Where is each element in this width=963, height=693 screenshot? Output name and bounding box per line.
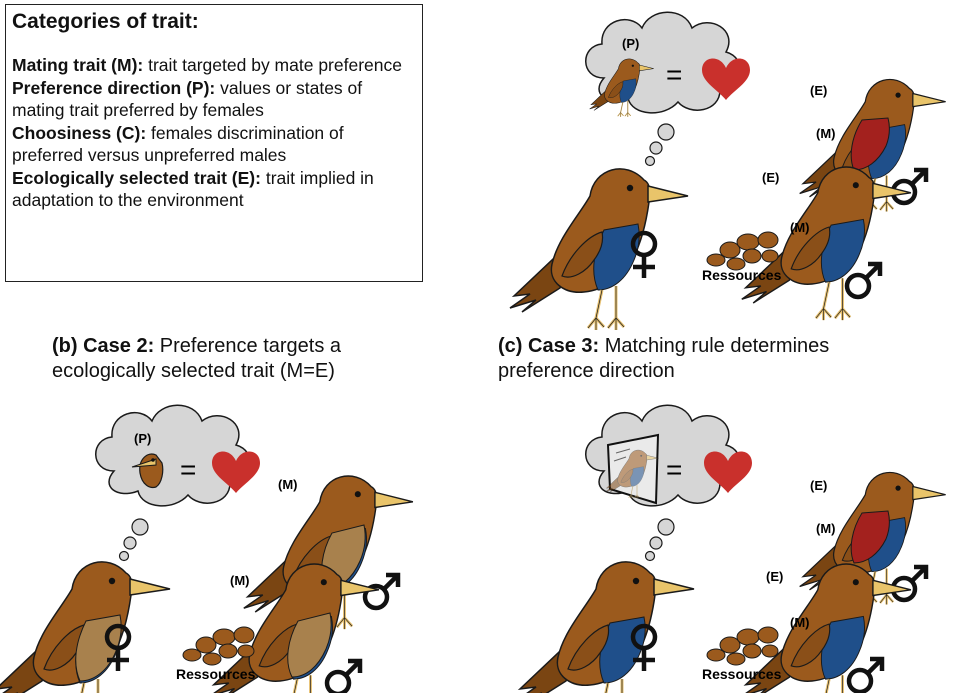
thought-dot — [649, 141, 663, 155]
label-e: (E) — [762, 170, 779, 185]
label-m: (M) — [790, 220, 810, 235]
male-symbol-icon — [327, 661, 360, 693]
equals-sign: = — [666, 454, 682, 485]
trait-categories-legend: Categories of trait: Mating trait (M): t… — [5, 4, 423, 282]
legend-item-mating-trait: Mating trait (M): trait targeted by mate… — [12, 55, 402, 75]
thought-dot — [644, 550, 656, 562]
mirror-icon — [604, 433, 660, 505]
male-symbol-icon — [849, 659, 882, 692]
resources-icon — [706, 231, 779, 271]
thought-dot — [657, 123, 675, 141]
thought-dot — [657, 518, 675, 536]
label-e: (E) — [810, 83, 827, 98]
label-p: (P) — [134, 431, 151, 446]
panel-b-scene: (P) = (M) (M) Ressources — [0, 404, 415, 693]
legend-title: Categories of trait: — [12, 10, 199, 33]
label-e: (E) — [810, 478, 827, 493]
label-m: (M) — [816, 126, 836, 141]
resources-label: Ressources — [176, 666, 256, 682]
legend-item-preference-direction: Preference direction (P): values or stat… — [12, 77, 363, 121]
equals-sign: = — [180, 454, 196, 485]
red-belly — [850, 510, 890, 564]
female-bird-icon — [508, 167, 690, 332]
label-m: (M) — [816, 521, 836, 536]
panel-c-scene: = (E) (M) (E) (M) Ressources — [514, 404, 947, 693]
female-symbol-icon — [633, 233, 655, 278]
label-m: (M) — [230, 573, 250, 588]
male-symbol-icon — [893, 170, 926, 203]
equals-sign: = — [666, 59, 682, 90]
resources-icon — [706, 626, 779, 666]
thought-dot — [131, 518, 149, 536]
thought-dot — [649, 536, 663, 550]
bird-head-icon — [131, 453, 164, 489]
male-symbol-icon — [847, 264, 880, 297]
tan-belly — [287, 612, 332, 678]
male-symbol-icon — [893, 567, 926, 600]
thought-dot — [118, 550, 130, 562]
label-m: (M) — [790, 615, 810, 630]
resources-label: Ressources — [702, 666, 782, 682]
female-bird-icon — [514, 560, 696, 693]
case3-caption: (c) Case 3: Matching rule determines pre… — [498, 335, 830, 382]
resources-label: Ressources — [702, 267, 782, 283]
label-m: (M) — [278, 477, 298, 492]
case2-caption: (b) Case 2: Preference targets a ecologi… — [52, 335, 342, 382]
red-belly — [850, 117, 890, 171]
label-p: (P) — [622, 36, 639, 51]
thought-dot — [123, 536, 137, 550]
legend-item-choosiness: Choosiness (C): females discrimination o… — [12, 122, 344, 166]
panel-a-scene: (P) = (E) (M) (E) (M) Ressources — [508, 11, 947, 332]
thought-dot — [644, 155, 656, 167]
legend-item-ecological-trait: Ecologically selected trait (E): trait i… — [12, 167, 374, 211]
label-e: (E) — [766, 569, 783, 584]
